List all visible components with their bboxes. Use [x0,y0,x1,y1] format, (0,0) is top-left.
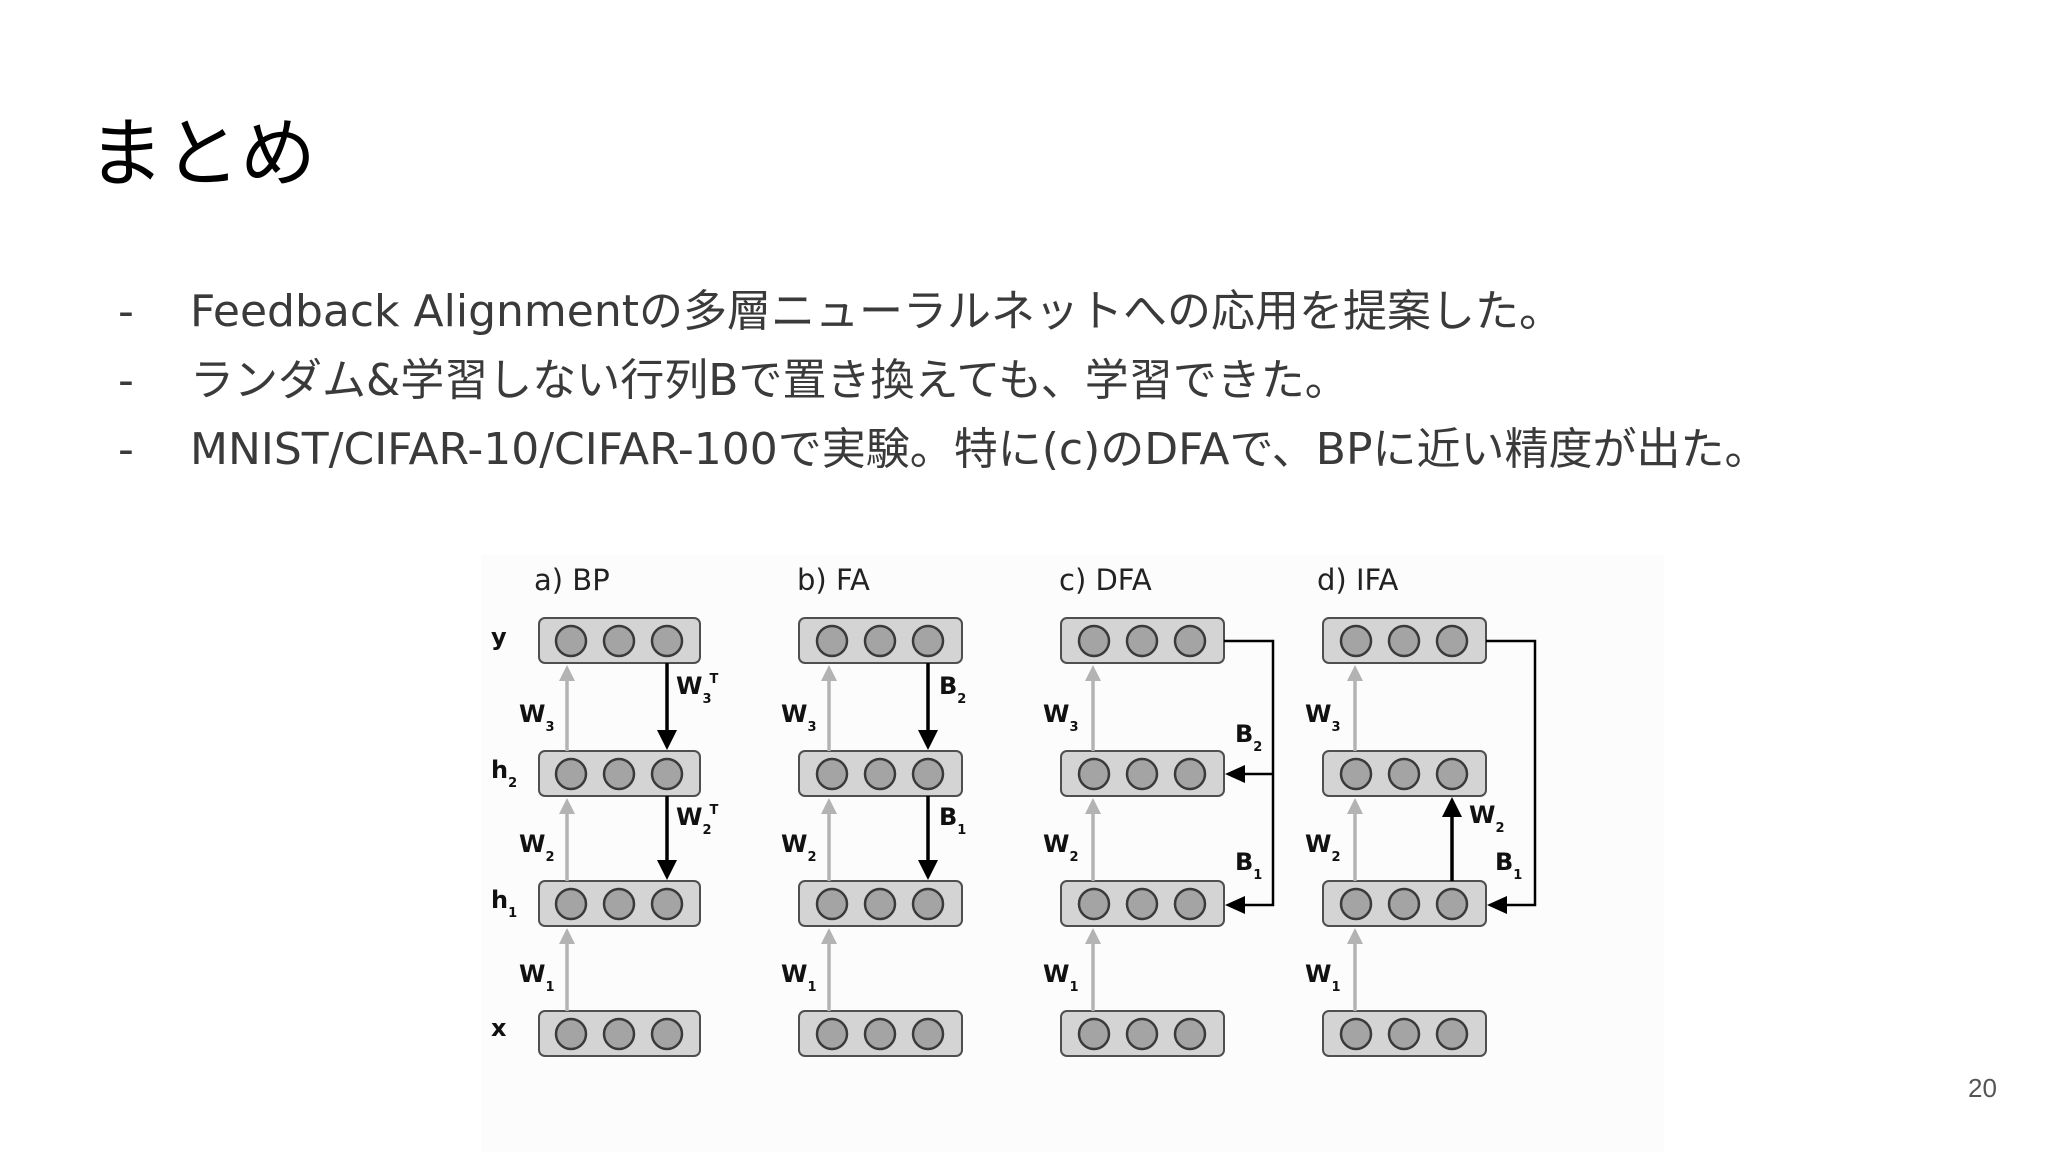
panel-title-fa: b) FA [797,563,870,597]
weight-label-W3: W3 [1305,700,1341,735]
layer-label-x: x [491,1014,507,1042]
weight-label-W2: W2 [781,830,817,865]
weight-label-W2: W2 [1043,830,1079,865]
panel-title-bp: a) BP [534,563,610,597]
weight-label-W1: W1 [781,960,817,995]
layer-y [1322,617,1487,664]
layer-h1 [798,880,963,927]
layer-x [798,1010,963,1057]
bullet-dash: - [118,355,134,406]
weight-label-B2: B2 [939,672,966,707]
feedback-path [1224,639,1275,914]
forward-arrow [559,928,575,1011]
layer-h1 [538,880,701,927]
slide-title: まとめ [88,109,316,198]
update-arrow [1442,797,1462,881]
forward-arrow [821,665,837,751]
forward-arrow [1347,928,1363,1011]
forward-arrow [559,665,575,751]
layer-y [798,617,963,664]
forward-arrow [821,928,837,1011]
weight-label-B1: B1 [1235,848,1262,883]
layer-x [1060,1010,1225,1057]
weight-label-W1: W1 [1043,960,1079,995]
layer-h2 [798,750,963,797]
weight-label-W1: W1 [1305,960,1341,995]
forward-arrow [1085,665,1101,751]
backward-arrow [657,796,677,880]
page-number: 20 [1968,1073,1997,1103]
layer-x [538,1010,701,1057]
layer-x [1322,1010,1487,1057]
layer-h1 [1322,880,1487,927]
layer-y [1060,617,1225,664]
layer-h1 [1060,880,1225,927]
weight-label-W2T: W2T [676,803,719,838]
weight-label-W3: W3 [519,700,555,735]
weight-label-W3: W3 [781,700,817,735]
weight-label-W1: W1 [519,960,555,995]
weight-label-B2: B2 [1235,720,1262,755]
backward-arrow [657,663,677,750]
bullet-text: Feedback Alignmentの多層ニューラルネットへの応用を提案した。 [190,286,1563,337]
network-diagram: y h2 h1 x a) BP [481,555,1664,1152]
panel-title-ifa: d) IFA [1317,563,1399,597]
layer-label-y: y [491,623,507,651]
weight-label-W2: W2 [519,830,555,865]
weight-label-W2: W2 [1305,830,1341,865]
forward-arrow [821,798,837,881]
weight-label-W3: W3 [1043,700,1079,735]
layer-h2 [538,750,701,797]
layer-label-h2: h2 [491,756,517,791]
panel-fa: b) FA W3 W2 W1 [781,563,966,1057]
bullet-text: MNIST/CIFAR-10/CIFAR-100で実験。特に(c)のDFAで、B… [190,424,1769,475]
layer-y [538,617,701,664]
weight-label-B1: B1 [939,803,966,838]
bullet-dash: - [118,424,134,475]
panel-ifa: d) IFA [1305,563,1537,1057]
forward-arrow [559,798,575,881]
forward-arrow [1347,798,1363,881]
forward-arrow [1085,928,1101,1011]
weight-label-W3T: W3T [676,672,719,707]
panel-bp: a) BP W3 [519,563,719,1057]
layer-h2 [1060,750,1225,797]
panel-dfa: c) DFA [1043,563,1275,1057]
weight-label-W2-update: W2 [1469,801,1505,836]
weight-label-B1: B1 [1495,848,1522,883]
layer-h2 [1322,750,1487,797]
feedback-path [1486,639,1537,914]
backward-arrow [918,663,938,750]
forward-arrow [1347,665,1363,751]
bullet-dash: - [118,286,134,337]
bullet-text: ランダム&学習しない行列Bで置き換えても、学習できた。 [190,355,1349,406]
backward-arrow [918,796,938,880]
layer-label-h1: h1 [491,886,517,921]
panel-title-dfa: c) DFA [1059,563,1152,597]
forward-arrow [1085,798,1101,881]
